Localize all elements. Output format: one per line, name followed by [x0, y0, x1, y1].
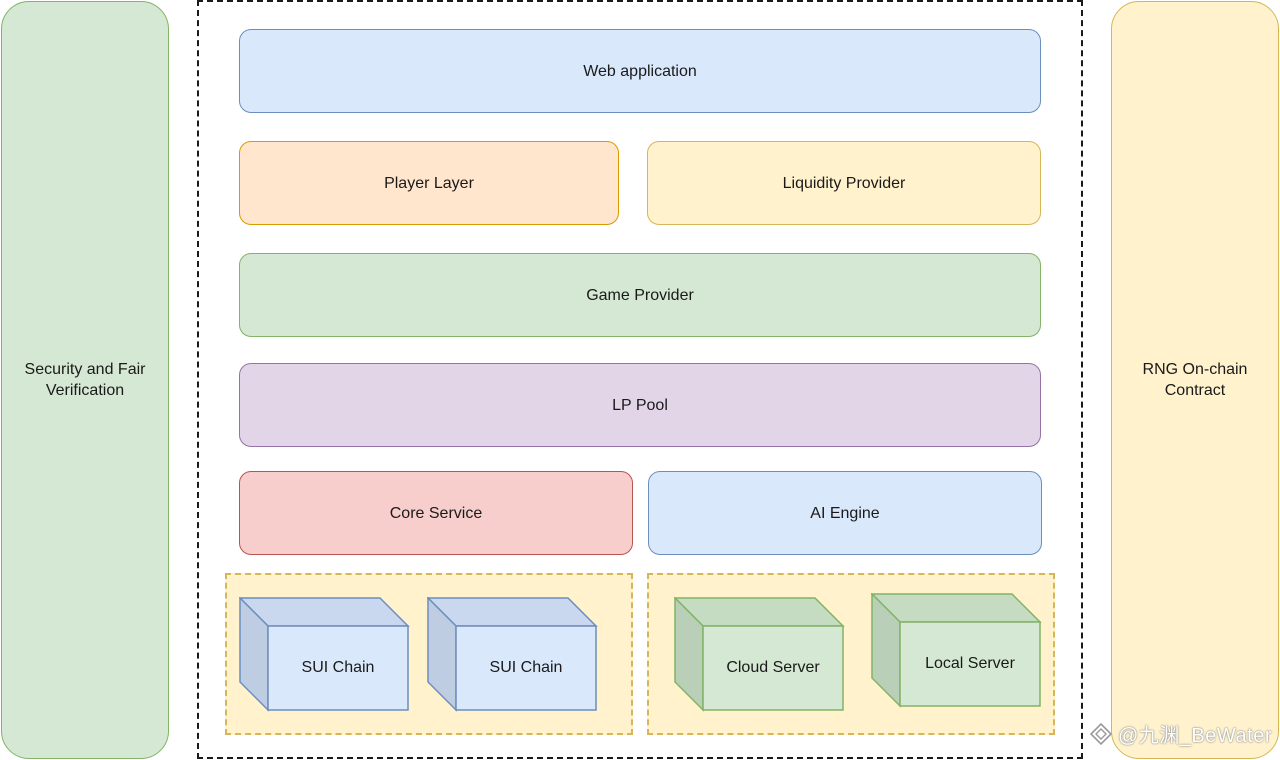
security-fair-verification-pillar: Security and Fair Verification — [1, 1, 169, 759]
watermark: @九渊_BeWater — [1090, 719, 1272, 748]
web-application-label: Web application — [583, 62, 697, 80]
lp-pool-layer: LP Pool — [239, 363, 1041, 447]
local-server-node-cube — [871, 593, 1042, 708]
ai-engine-layer: AI Engine — [648, 471, 1042, 555]
system-boundary-frame — [197, 0, 1083, 759]
rng-onchain-contract-pillar: RNG On-chain Contract — [1111, 1, 1279, 759]
cloud-server-node-cube — [674, 597, 845, 712]
core-service-label: Core Service — [389, 504, 483, 522]
game-provider-label: Game Provider — [586, 286, 694, 304]
liquidity-provider-layer: Liquidity Provider — [647, 141, 1041, 225]
player-layer: Player Layer — [239, 141, 619, 225]
player-layer-label: Player Layer — [384, 174, 474, 192]
liquidity-provider-label: Liquidity Provider — [782, 174, 906, 192]
cloud-server-node-label: Cloud Server — [726, 659, 820, 676]
sui-chain-node-label: SUI Chain — [301, 659, 375, 676]
web-application-layer: Web application — [239, 29, 1041, 113]
core-service-layer: Core Service — [239, 471, 633, 555]
sui-chain-node-cube — [239, 597, 410, 712]
ai-engine-label: AI Engine — [810, 504, 880, 522]
watermark-logo-icon — [1090, 722, 1112, 745]
lp-pool-label: LP Pool — [612, 396, 668, 414]
local-server-node-label: Local Server — [925, 655, 1015, 672]
sui-chain-node-cube — [427, 597, 598, 712]
watermark-text: @九渊_BeWater — [1118, 725, 1272, 747]
rng-pillar-label: RNG On-chain Contract — [1142, 361, 1248, 399]
security-pillar-label: Security and Fair Verification — [24, 361, 146, 399]
game-provider-layer: Game Provider — [239, 253, 1041, 337]
sui-chain-node-label: SUI Chain — [489, 659, 563, 676]
